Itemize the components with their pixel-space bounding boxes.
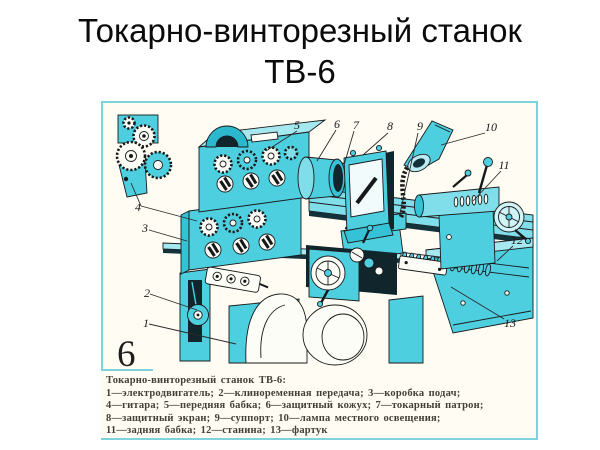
belt-drive bbox=[179, 268, 211, 362]
protective-screen bbox=[343, 144, 394, 244]
slide-title-line1: Токарно-винторезный станок bbox=[78, 12, 522, 49]
callout-3: 3 bbox=[141, 221, 148, 235]
caption-title: Токарно-винторезный станок ТВ-6: bbox=[106, 375, 287, 386]
caption-line: 8—защитный экран; 9—суппорт; 10—лампа ме… bbox=[106, 412, 441, 424]
callout-2: 2 bbox=[144, 286, 150, 300]
caption-line: 11—задняя бабка; 12—станина; 13—фартук bbox=[106, 425, 328, 437]
callout-10: 10 bbox=[485, 120, 497, 134]
gearbox-knob bbox=[258, 233, 276, 251]
leader-lines bbox=[130, 129, 514, 345]
name-plate bbox=[398, 255, 448, 276]
callout-1: 1 bbox=[143, 316, 149, 330]
spindle-guard bbox=[297, 156, 346, 200]
caption-line: 1—электродвигатель; 2—клиноременная пере… bbox=[106, 387, 461, 399]
work-lamp bbox=[398, 120, 454, 219]
callout-9: 9 bbox=[417, 119, 423, 133]
callout-4: 4 bbox=[135, 200, 141, 214]
slide-title-line2: ТВ-6 bbox=[264, 53, 336, 90]
apron-handwheel bbox=[310, 255, 346, 308]
callout-8: 8 bbox=[387, 119, 393, 133]
tailstock-handwheel bbox=[493, 201, 532, 245]
callout-13: 13 bbox=[504, 316, 516, 330]
lathe-illustration: 1 2 3 4 5 6 7 8 9 10 11 12 13 6 bbox=[115, 114, 534, 373]
headstock-knob bbox=[268, 169, 286, 187]
callout-11: 11 bbox=[498, 158, 509, 172]
control-panel bbox=[204, 266, 269, 293]
gearbox-knob bbox=[232, 237, 250, 255]
callout-5: 5 bbox=[294, 118, 300, 132]
feed-gearbox bbox=[180, 195, 302, 275]
figure-frame-foot bbox=[101, 369, 153, 371]
machine-leg-right bbox=[388, 295, 424, 364]
caption-line: 4—гитара; 5—передняя бабка; 6—защитный к… bbox=[106, 400, 484, 412]
callout-7: 7 bbox=[353, 118, 360, 132]
figure-caption: Токарно-винторезный станок ТВ-6: 1—элект… bbox=[106, 375, 530, 438]
slide-title: Токарно-винторезный станок ТВ-6 bbox=[0, 10, 600, 92]
callout-numbers: 1 2 3 4 5 6 7 8 9 10 11 12 13 bbox=[135, 117, 523, 330]
callout-12: 12 bbox=[511, 233, 523, 247]
figure-number: 6 bbox=[117, 334, 136, 373]
cabinet-drum bbox=[302, 304, 368, 366]
gear-train-inset bbox=[115, 114, 173, 198]
lathe-figure: 1 2 3 4 5 6 7 8 9 10 11 12 13 6 Токарно-… bbox=[101, 101, 538, 440]
cross-slide-handles bbox=[349, 224, 384, 276]
figure-frame-left bbox=[101, 103, 103, 369]
headstock bbox=[197, 119, 327, 213]
headstock-knob bbox=[216, 175, 234, 193]
gearbox-knob bbox=[204, 241, 222, 259]
headstock-knob bbox=[242, 172, 260, 190]
callout-6: 6 bbox=[334, 117, 340, 131]
